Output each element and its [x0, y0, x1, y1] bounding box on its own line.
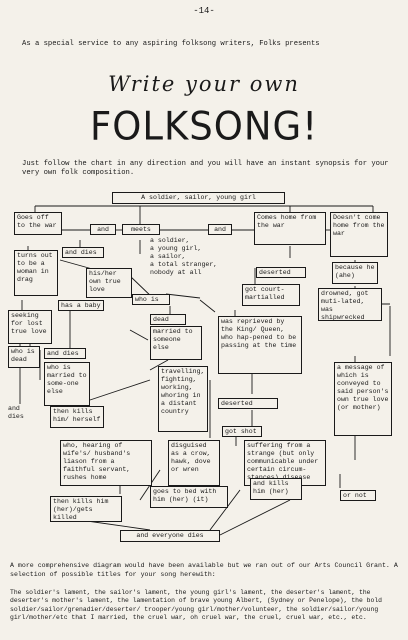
- box-turns-out: turns out to be a woman in drag: [14, 250, 58, 296]
- box-reprieved: was reprieved by the King/ Queen, who ha…: [218, 316, 302, 374]
- box-has-baby: has a baby: [58, 300, 104, 311]
- song-titles: The soldier's lament, the sailor's lamen…: [10, 589, 382, 621]
- box-seeking: seeking for lost true love: [8, 310, 52, 344]
- intro-line: As a special service to any aspiring fol…: [22, 40, 320, 48]
- box-got-shot: got shot: [222, 426, 262, 437]
- title-folksong: FOLKSONG!: [89, 103, 319, 150]
- box-and-dies-3: and dies: [6, 404, 34, 428]
- box-everyone-dies: and everyone dies: [120, 530, 220, 542]
- box-goes-off: Goes off to the war: [14, 212, 62, 235]
- box-meets: meets: [122, 224, 160, 235]
- box-and-dies-1: and dies: [62, 247, 104, 258]
- box-deserted: deserted: [256, 267, 306, 278]
- box-then-kills: then kills him/ herself: [50, 406, 104, 428]
- box-who-is-dead: who is dead: [8, 346, 40, 368]
- title-script: Write your own: [108, 72, 300, 96]
- box-message: a message of which is conveyed to said p…: [334, 362, 392, 436]
- box-got-court: got court-martialled: [242, 284, 300, 306]
- box-who-hearing: who, hearing of wife's/ husband's liason…: [60, 440, 152, 486]
- box-and-dies-2: and dies: [44, 348, 86, 359]
- box-travelling: travelling, fighting, working, whoring i…: [158, 366, 208, 432]
- box-doesnt-come: Doesn't come home from the war: [330, 212, 388, 257]
- box-and-2: and: [208, 224, 232, 235]
- box-disguised: disguised as a crow, hawk, dove or wren: [168, 440, 220, 486]
- box-drowned: drowned, got muti-lated, was shipwrecked: [318, 288, 382, 321]
- box-married-to: married to someone else: [150, 326, 202, 360]
- box-deserted-again: deserted again: [218, 398, 278, 409]
- outro-paragraph: A more comprehensive diagram would have …: [10, 562, 398, 578]
- box-and-1: and: [90, 224, 116, 235]
- lead-paragraph: Just follow the chart in any direction a…: [22, 160, 389, 178]
- box-because: because he (ahe): [332, 262, 378, 284]
- box-his-her: his/her own true love: [86, 268, 132, 298]
- box-and-kills: and kills him (her): [250, 478, 302, 500]
- box-then-kills-2: then kills him (her)/gets killed: [50, 496, 122, 522]
- box-or-not: or not: [340, 490, 376, 501]
- box-dead: dead: [150, 314, 186, 325]
- box-who-is-married: who is married to some-one else: [44, 362, 90, 406]
- box-goes-to-bed: goes to bed with him (her) (it): [150, 486, 228, 508]
- page-number: -14-: [193, 6, 215, 16]
- box-top: A soldier, sailor, young girl: [112, 192, 285, 204]
- box-comes-home: Comes home from the war: [254, 212, 326, 245]
- box-meets-list: a soldier, a young girl, a sailor, a tot…: [148, 236, 238, 292]
- box-who-is: who is: [132, 294, 170, 305]
